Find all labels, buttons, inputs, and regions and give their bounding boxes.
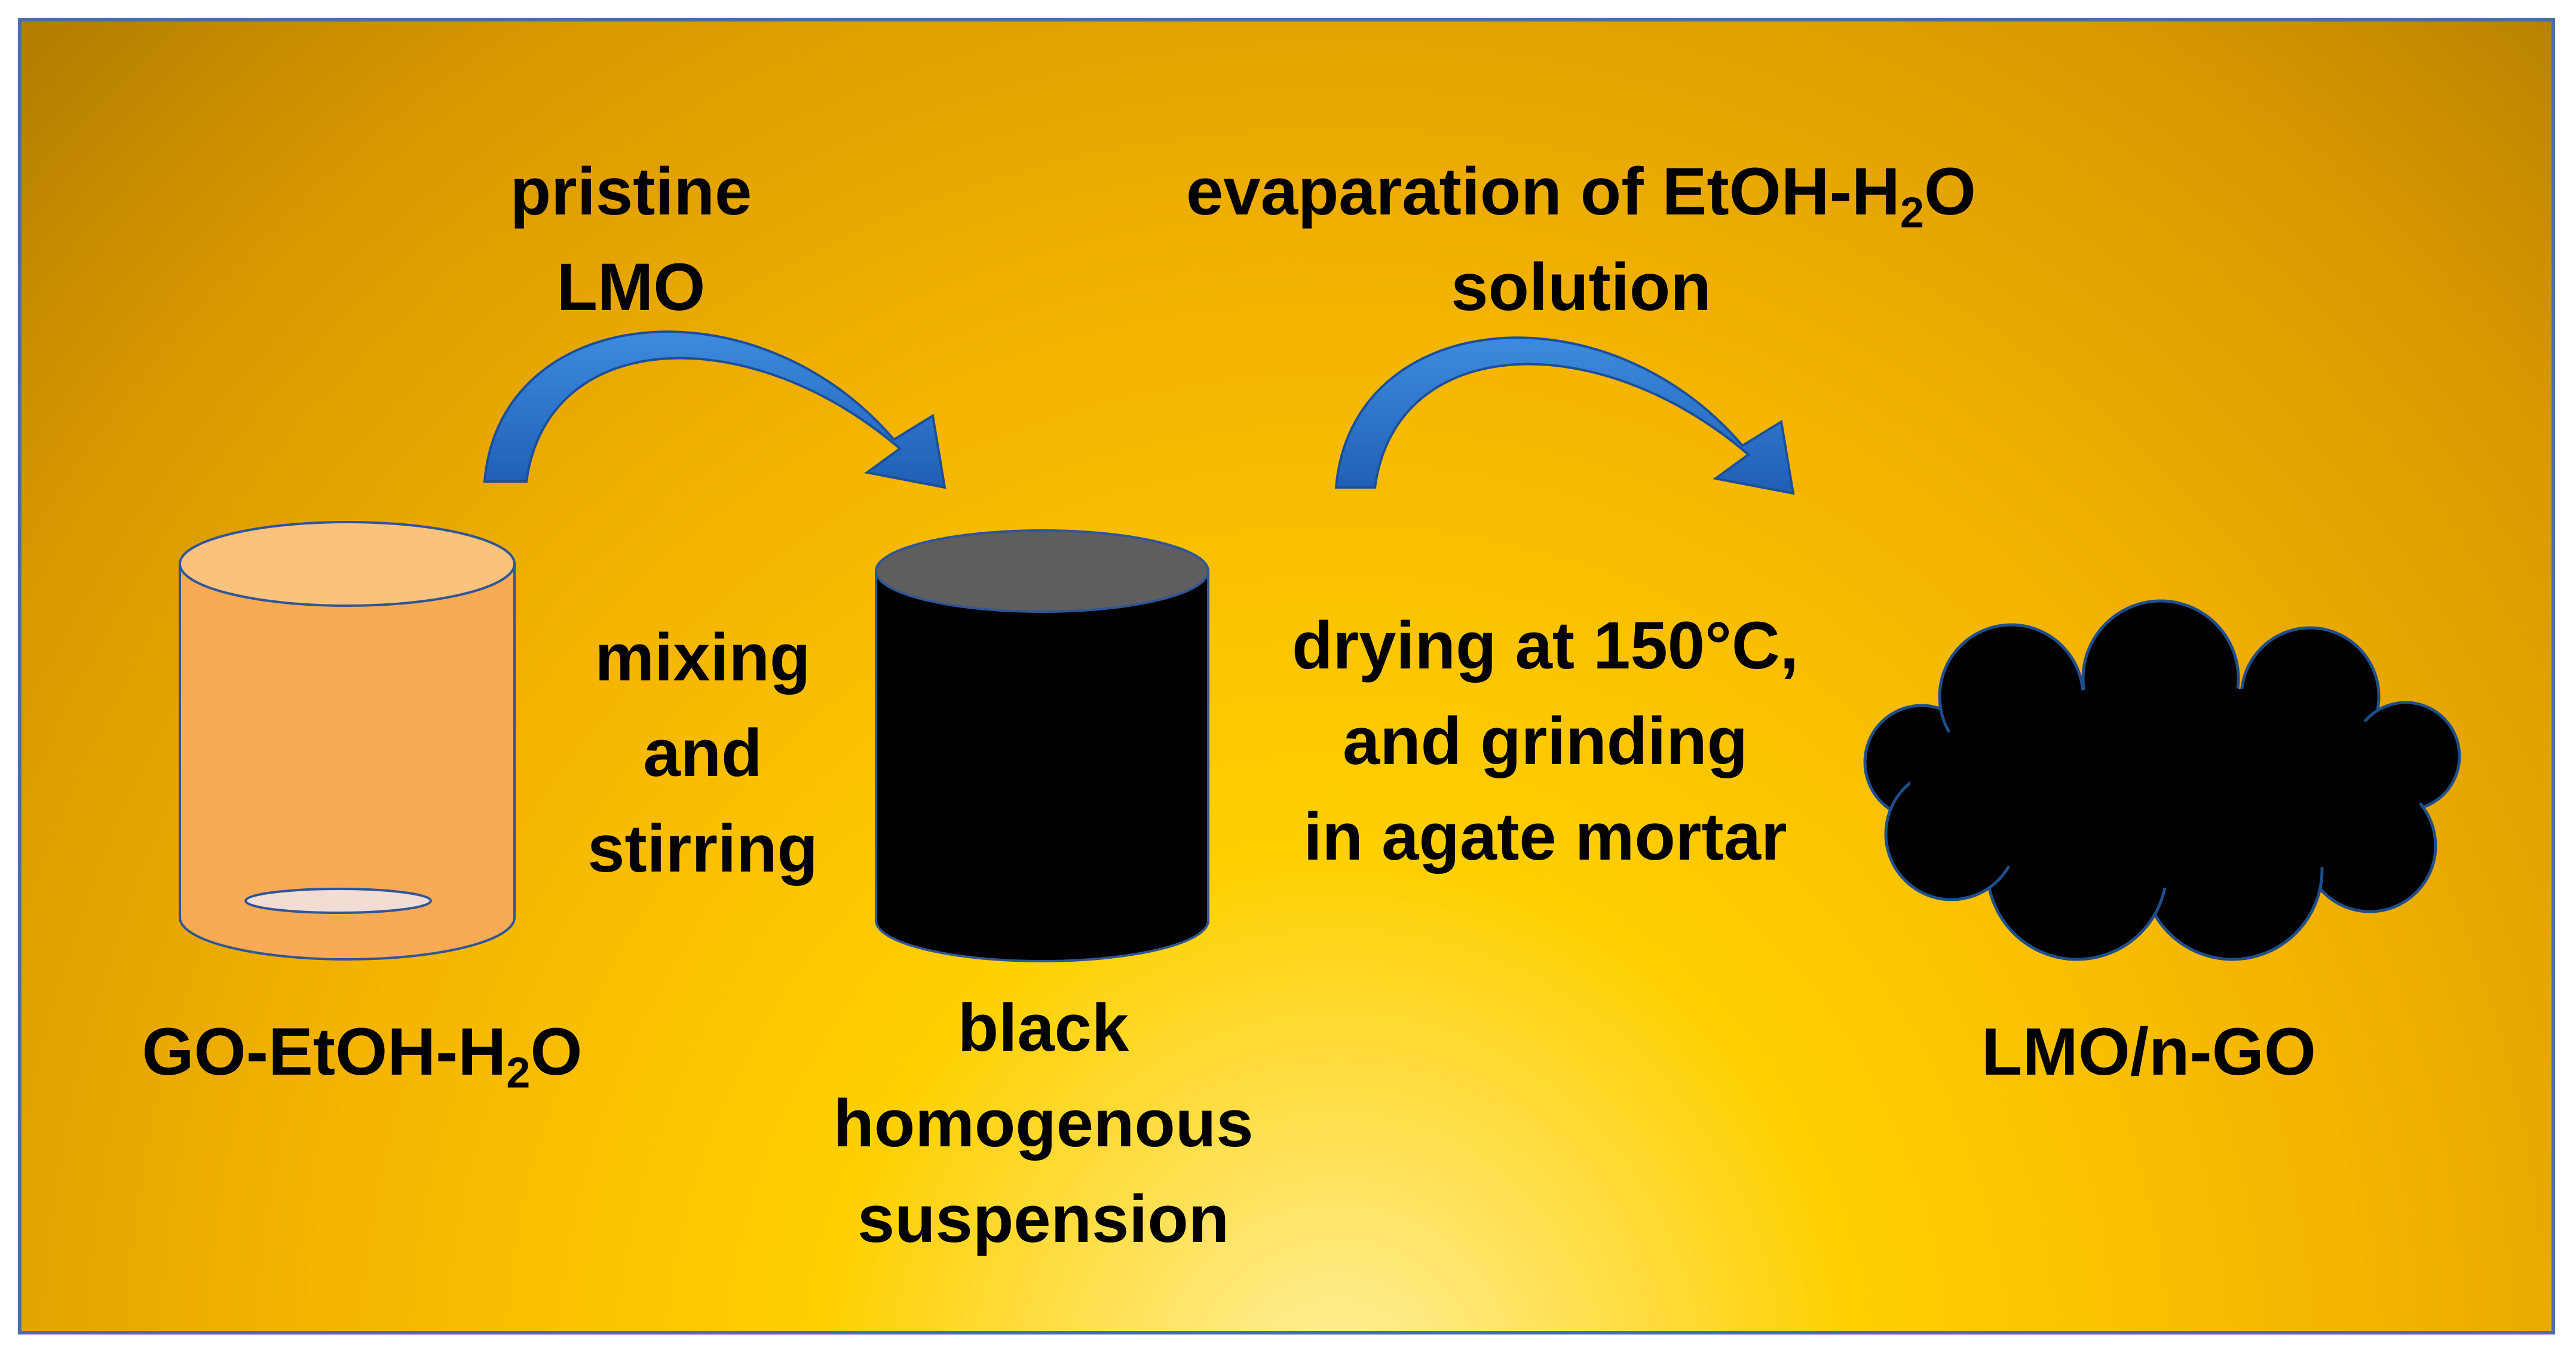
curved-arrow-1 [483, 330, 947, 489]
product-cloud [1863, 599, 2461, 961]
suspension-cylinder [875, 529, 1209, 962]
drying-grinding-label: drying at 150°C, and grinding in agate m… [1292, 608, 1799, 874]
stir-bar [244, 888, 432, 914]
diagram-frame: pristine LMO evaparation of EtOH-H2O sol… [18, 18, 2555, 1334]
curved-arrow-2 [1334, 336, 1795, 495]
mixing-stirring-label: mixing and stirring [587, 620, 818, 886]
arrow2-label: evaparation of EtOH-H2O solution [1186, 154, 1976, 324]
product-label: LMO/n-GO [1981, 1014, 2316, 1089]
suspension-label: black homogenous suspension [833, 990, 1254, 1256]
diagram-artwork [179, 330, 2461, 962]
beaker-go-etoh-h2o [179, 521, 516, 961]
arrow1-label: pristine LMO [510, 154, 752, 324]
start-material-label: GO-EtOH-H2O [142, 1014, 583, 1097]
